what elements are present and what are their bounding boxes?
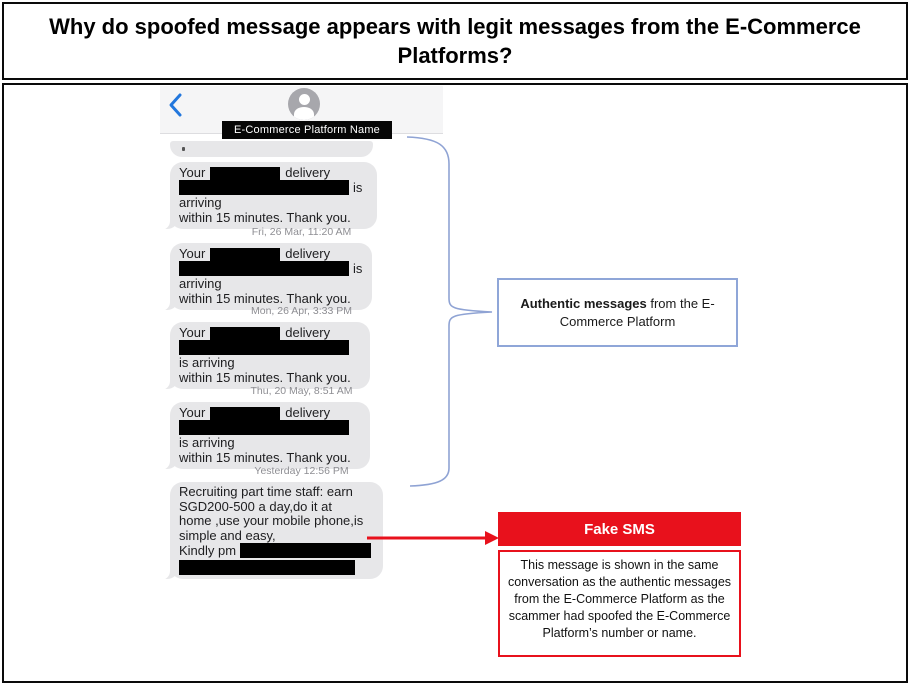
msg-text: delivery [285, 325, 331, 340]
message-bubble-delivery-4: Your delivery is arriving within 15 minut… [161, 402, 370, 470]
page-title: Why do spoofed message appears with legi… [49, 14, 861, 68]
contact-avatar-icon [288, 88, 320, 120]
redaction-box [179, 261, 349, 276]
msg-text: home ,use your mobile phone,is [179, 513, 364, 528]
timestamp: Thu, 20 May, 8:51 AM [250, 385, 353, 397]
redaction-box [210, 167, 281, 180]
message-bubble-delivery-3: Your delivery is arriving within 15 minut… [161, 322, 370, 390]
redaction-box [179, 559, 355, 575]
redaction-box [210, 407, 281, 420]
redaction-box [240, 543, 372, 558]
msg-text: delivery [285, 405, 331, 420]
redaction-box [210, 248, 281, 261]
timestamp: Yesterday 12:56 PM [254, 465, 349, 477]
msg-text: Your [179, 246, 206, 261]
fake-sms-description: This message is shown in the same conver… [498, 550, 741, 657]
content-frame [2, 83, 908, 683]
msg-text: Recruiting part time staff: earn [179, 484, 353, 499]
msg-text: delivery [285, 246, 331, 261]
message-bubble-delivery-2: Your delivery is arriving within 15 minut… [161, 243, 372, 311]
fake-sms-header: Fake SMS [498, 512, 741, 546]
redaction-box [179, 420, 349, 435]
msg-text: within 15 minutes. Thank you. [179, 450, 351, 465]
timestamp: Fri, 26 Mar, 11:20 AM [251, 226, 352, 238]
redaction-box [179, 340, 349, 355]
msg-text: Your [179, 405, 206, 420]
redaction-box [179, 180, 349, 195]
msg-text: is arriving [179, 355, 235, 370]
msg-text: SGD200-500 a day,do it at [179, 498, 332, 514]
authentic-note-text: Authentic messages from the E-Commerce P… [513, 295, 722, 331]
msg-text: simple and easy, [179, 527, 276, 543]
cropped-text-mark [182, 147, 185, 151]
contact-name-label: E-Commerce Platform Name [222, 121, 392, 139]
authentic-note-box: Authentic messages from the E-Commerce P… [497, 278, 738, 347]
msg-text: within 15 minutes. Thank you. [179, 210, 351, 225]
msg-text: Kindly pm [179, 543, 237, 558]
msg-text: within 15 minutes. Thank you. [179, 291, 351, 306]
avatar-torso [294, 107, 314, 120]
msg-text: is arriving [179, 261, 363, 291]
avatar-head [298, 94, 310, 105]
msg-text: is arriving [179, 435, 235, 450]
back-chevron-icon[interactable] [168, 92, 184, 118]
redaction-box [210, 327, 281, 340]
authentic-note-bold: Authentic messages [520, 295, 647, 311]
title-box: Why do spoofed message appears with legi… [2, 2, 908, 80]
message-bubble-scam: Recruiting part time staff: earn SGD200-… [161, 482, 383, 579]
msg-text: Your [179, 165, 206, 180]
authentic-note-rest: from the E-Commerce Platform [559, 295, 715, 329]
msg-text: is arriving [179, 180, 363, 210]
message-bubble-cropped [170, 141, 373, 157]
message-bubble-delivery-1: Your delivery is arriving within 15 minut… [161, 162, 377, 230]
msg-text: delivery [285, 165, 331, 180]
msg-text: within 15 minutes. Thank you. [179, 370, 351, 385]
timestamp: Mon, 26 Apr, 3:33 PM [251, 305, 352, 317]
msg-text: Your [179, 325, 206, 340]
